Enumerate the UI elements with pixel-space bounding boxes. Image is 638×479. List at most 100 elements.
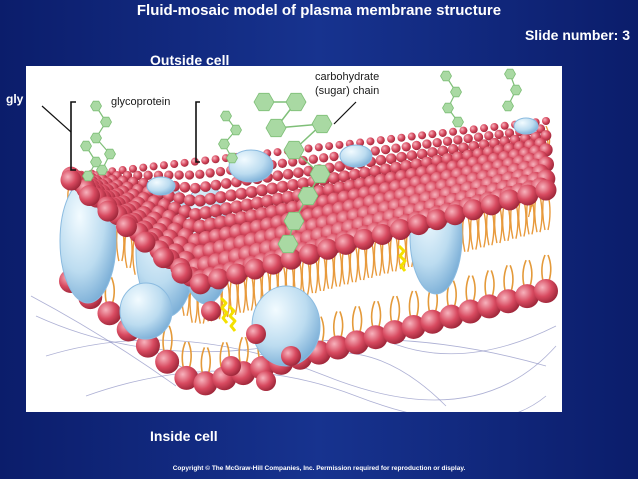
lipid-tail bbox=[181, 341, 192, 369]
outer-leaflet bbox=[61, 117, 556, 290]
sugar-unit bbox=[277, 234, 299, 254]
lipid-tail bbox=[351, 306, 363, 333]
integral-protein bbox=[119, 282, 173, 340]
phospholipid-head bbox=[534, 279, 558, 303]
fiber bbox=[85, 370, 547, 412]
phospholipid-head bbox=[152, 247, 174, 269]
lipid-tail bbox=[332, 311, 344, 338]
phospholipid-head bbox=[426, 209, 448, 231]
phospholipid-head bbox=[205, 168, 215, 178]
phospholipid-head bbox=[473, 132, 484, 142]
phospholipid-head bbox=[389, 219, 411, 241]
sugar-unit bbox=[218, 138, 230, 150]
phospholipid-head bbox=[408, 214, 430, 236]
phospholipid-head bbox=[469, 125, 478, 134]
sugar-unit bbox=[283, 211, 305, 231]
phospholipid-head bbox=[540, 130, 552, 141]
sugar-unit bbox=[297, 186, 319, 206]
phospholipid-head bbox=[60, 169, 82, 191]
phospholipid-head bbox=[155, 349, 180, 374]
sugar-unit bbox=[82, 170, 94, 182]
phospholipid-head bbox=[210, 179, 222, 191]
phospholipid-head bbox=[359, 166, 372, 179]
glycoprotein-label: glycoprotein bbox=[111, 96, 171, 108]
phospholipid-head bbox=[271, 192, 285, 207]
phospholipid-head bbox=[245, 185, 258, 198]
phospholipid-head bbox=[335, 140, 344, 149]
phospholipid-head bbox=[416, 148, 428, 160]
lipid-tail bbox=[301, 259, 311, 296]
phospholipid-head bbox=[387, 134, 396, 143]
glycoprotein-bracket bbox=[195, 101, 200, 163]
phospholipid-head bbox=[261, 194, 275, 208]
sugar-unit bbox=[80, 140, 92, 152]
phospholipid-head bbox=[453, 135, 463, 145]
phospholipid-head bbox=[204, 192, 217, 205]
phospholipid-head bbox=[194, 194, 207, 207]
cropped-label: gly bbox=[6, 92, 24, 106]
sugar-unit bbox=[253, 92, 275, 112]
phospholipid-head bbox=[115, 216, 137, 238]
phospholipid-head bbox=[250, 196, 265, 210]
phospholipid-head bbox=[246, 324, 266, 344]
phospholipid-head bbox=[308, 154, 319, 164]
sugar-unit bbox=[450, 86, 462, 98]
phospholipid-head bbox=[171, 262, 193, 284]
phospholipid-head bbox=[266, 182, 279, 195]
phospholipid-head bbox=[459, 126, 468, 135]
lipid-tail bbox=[389, 295, 401, 323]
glycolipid-bracket bbox=[70, 101, 76, 171]
phospholipid-head bbox=[201, 301, 221, 321]
phospholipid-head bbox=[356, 138, 365, 147]
phospholipid-head bbox=[484, 131, 494, 141]
phospholipid-head bbox=[376, 136, 385, 145]
phospholipid-head bbox=[317, 238, 339, 260]
slide-title: Fluid-mosaic model of plasma membrane st… bbox=[136, 2, 502, 19]
leader-line bbox=[41, 105, 72, 133]
phospholipid-head bbox=[504, 128, 515, 138]
phospholipid-head bbox=[338, 170, 351, 183]
lipid-tail bbox=[389, 235, 399, 272]
carbohydrate-chain-label: carbohydrate (sugar) chain bbox=[315, 70, 379, 98]
lipid-tail bbox=[370, 300, 382, 328]
phospholipid-head bbox=[282, 168, 294, 180]
phospholipid-head bbox=[371, 223, 393, 245]
phospholipid-head bbox=[366, 137, 375, 146]
lipid-tail bbox=[484, 270, 495, 297]
sugar-unit bbox=[309, 164, 331, 184]
peripheral-protein bbox=[146, 176, 176, 196]
phospholipid-head bbox=[380, 144, 391, 155]
phospholipid-head bbox=[428, 130, 437, 139]
phospholipid-head bbox=[319, 153, 329, 163]
cholesterol bbox=[397, 244, 407, 272]
phospholipid-head bbox=[128, 164, 137, 173]
front-edge-heads bbox=[60, 169, 557, 391]
lipid-tail bbox=[408, 290, 420, 318]
sugar-unit bbox=[100, 116, 112, 128]
sugar-unit bbox=[285, 92, 307, 112]
sugar-unit bbox=[90, 156, 102, 168]
lipid-tail bbox=[238, 336, 249, 364]
phospholipid-head bbox=[385, 153, 397, 165]
slide-number: Slide number: 3 bbox=[524, 27, 630, 43]
phospholipid-head bbox=[159, 161, 168, 170]
phospholipid-head bbox=[190, 157, 199, 166]
phospholipid-head bbox=[219, 202, 234, 216]
phospholipid-head bbox=[325, 335, 350, 360]
lipid-tail bbox=[503, 264, 514, 292]
phospholipid-head bbox=[334, 161, 346, 172]
phospholipid-head bbox=[369, 165, 382, 178]
lipid-tail bbox=[317, 254, 327, 292]
lipid-tail bbox=[461, 215, 471, 252]
sugar-unit bbox=[104, 148, 116, 160]
peripheral-protein bbox=[339, 144, 373, 168]
phospholipid-head bbox=[458, 299, 483, 324]
phospholipid-head bbox=[179, 181, 191, 193]
copyright-notice: Copyright © The McGraw-Hill Companies, I… bbox=[172, 465, 466, 472]
phospholipid-head bbox=[370, 146, 380, 156]
phospholipid-head bbox=[174, 365, 199, 390]
phospholipid-head bbox=[499, 189, 521, 211]
phospholipid-head bbox=[293, 167, 304, 178]
phospholipid-head bbox=[449, 127, 458, 136]
peripheral-protein bbox=[513, 117, 539, 135]
